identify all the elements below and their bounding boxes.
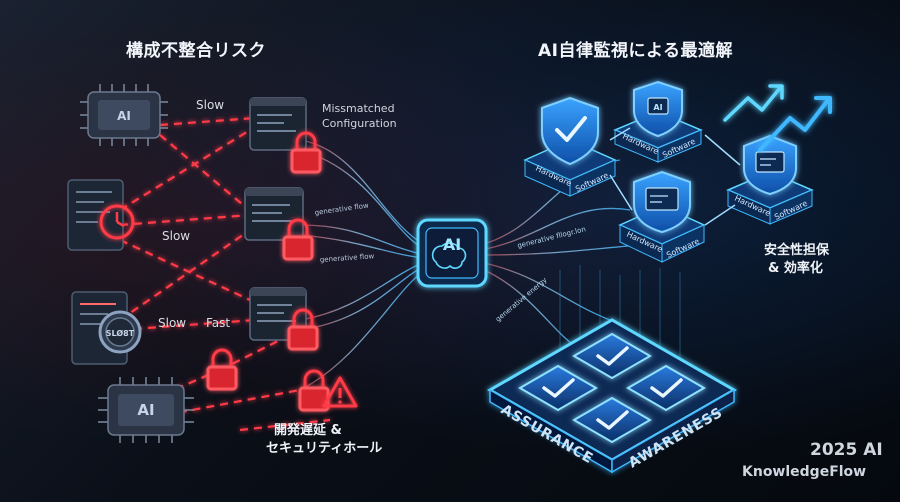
speed-label-slow: Slow: [162, 229, 191, 243]
flow-label-1: generative flow: [314, 201, 369, 217]
mismatch-caption-line1: Missmatched: [322, 102, 395, 115]
flow-label-2: generative flow: [320, 252, 375, 264]
warning-icon: [322, 376, 358, 408]
speed-label-slow: Slow: [158, 316, 187, 330]
shield-chip-label: AI: [653, 103, 662, 112]
speed-label-slow: Slow: [196, 98, 225, 112]
check-tile: [626, 364, 706, 412]
platform-links: [609, 127, 741, 226]
check-tile: [518, 364, 598, 412]
delay-caption-line1: 開発遅延 &: [274, 423, 342, 438]
config-window-1: [249, 97, 307, 151]
code-panel-left-2: [71, 291, 142, 365]
flow-label-3: generative fllogr.lon: [517, 225, 587, 250]
lock-icon: [282, 218, 314, 261]
trend-up-arrows: [723, 84, 832, 152]
chip-bottom-label: AI: [137, 401, 154, 419]
benefit-caption-line2: & 効率化: [768, 261, 823, 276]
code-panel-left-1: [67, 179, 135, 251]
check-tile: [572, 332, 652, 380]
flow-label-4: generative energy: [494, 276, 548, 324]
mismatch-caption-line2: Configuration: [322, 117, 397, 130]
brand-name: KnowledgeFlow: [742, 464, 867, 480]
chip-bottom: [98, 377, 194, 443]
shield-window-icon: [743, 134, 797, 196]
speed-label-fast: Fast: [206, 316, 231, 330]
left-title: 構成不整合リスク: [126, 41, 266, 61]
gear-label: SLØ8T: [106, 328, 135, 338]
shield-chip-icon: [633, 80, 683, 138]
chip-top: [80, 84, 168, 146]
check-tile: [572, 396, 652, 444]
delay-caption-line2: セキュリティホール: [266, 441, 383, 456]
lock-icon: [287, 308, 319, 351]
lock-icon: [206, 348, 238, 391]
shield-check-icon: [541, 96, 599, 166]
benefit-caption-line1: 安全性担保: [764, 243, 830, 258]
flow-lines: [299, 139, 641, 391]
ai-core-label: AI: [443, 235, 461, 254]
lock-icon: [290, 131, 322, 174]
chip-top-label: AI: [117, 109, 131, 123]
right-title: AI自律監視による最適解: [538, 41, 733, 61]
assurance-platform: [486, 318, 738, 474]
shield-window-icon: [633, 170, 691, 234]
brand-year: 2025 AI: [810, 440, 883, 460]
config-window-2: [244, 187, 304, 241]
ai-core: [416, 218, 488, 288]
